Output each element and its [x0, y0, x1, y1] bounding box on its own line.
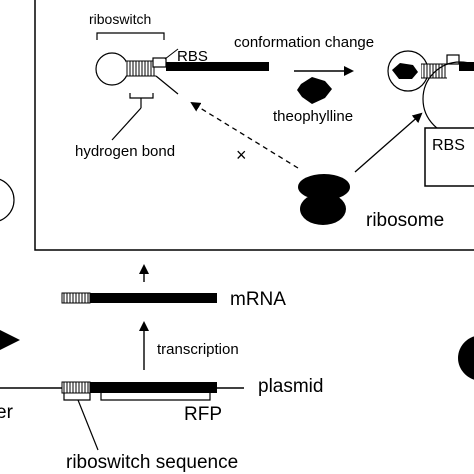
blocked-binding-arrow	[190, 101, 299, 169]
binding-arrow	[354, 112, 423, 173]
riboswitch-loop	[95, 52, 129, 86]
theophylline-molecule	[297, 77, 332, 104]
left-arrowhead-fragment	[0, 330, 20, 350]
riboswitch-on-structure	[387, 50, 474, 137]
riboswitch-tail	[155, 75, 179, 95]
riboswitch-off-structure	[95, 52, 269, 95]
mrna-coding-bar-bound	[459, 62, 474, 71]
plasmid-label: plasmid	[258, 376, 323, 397]
hydrogen-bond-label: hydrogen bond	[75, 143, 175, 160]
rbs-box-bound	[446, 54, 460, 65]
inset-box	[34, 0, 474, 251]
theophylline-label: theophylline	[273, 108, 353, 125]
mrna-coding-bar-top	[166, 62, 269, 71]
riboswitch-sequence-bracket	[63, 393, 91, 401]
rbs-box-small	[152, 57, 167, 68]
ribosome-shape	[298, 174, 350, 225]
hydrogen-bond-bracket	[129, 93, 154, 99]
rfp-label: RFP	[184, 404, 222, 425]
mrna-construct	[61, 292, 217, 304]
rbs-pointer	[164, 48, 179, 60]
mrna-riboswitch-hatch	[61, 292, 91, 304]
mrna-label: mRNA	[230, 289, 286, 310]
riboswitch-bracket	[96, 32, 165, 40]
riboswitch-sequence-label: riboswitch sequence	[66, 452, 238, 473]
bound-theophylline	[392, 63, 418, 79]
transcription-label: transcription	[157, 341, 239, 358]
mrna-coding-bar	[90, 293, 217, 303]
left-fragment-label: er	[0, 402, 14, 423]
plasmid-rfp-bar	[90, 382, 217, 393]
right-partial-ribosome	[458, 336, 474, 380]
left-partial-circle	[0, 178, 15, 222]
riboswitch-stem-hatch	[126, 61, 156, 76]
ribosome-label: ribosome	[366, 210, 444, 231]
rbs-label-box	[424, 127, 474, 187]
conformation-change-label: conformation change	[234, 34, 374, 51]
blocked-cross-mark: ×	[236, 145, 247, 165]
rbs-top-label: RBS	[177, 48, 208, 65]
rfp-bracket	[100, 393, 211, 401]
riboswitch-label: riboswitch	[89, 11, 151, 27]
rbs-box-label: RBS	[432, 137, 465, 154]
plasmid-riboswitch-hatch	[61, 381, 91, 394]
riboswitch-sequence-pointer	[77, 399, 99, 451]
